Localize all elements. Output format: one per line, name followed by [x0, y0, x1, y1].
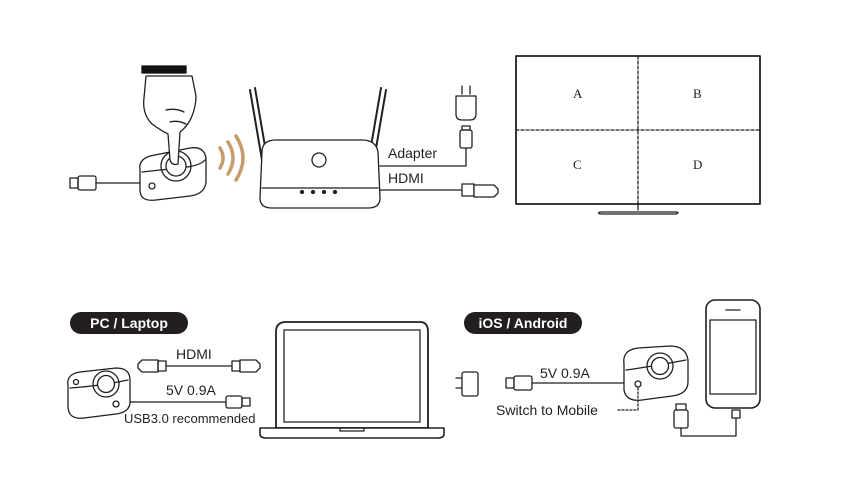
mobile-otg-cable-icon — [673, 403, 741, 437]
screen-quadrant-b: B — [693, 86, 702, 101]
switch-to-mobile-label: Switch to Mobile — [496, 402, 598, 418]
laptop-icon — [259, 321, 445, 439]
power-adapter-icon — [455, 85, 477, 121]
screen-quadrant-a: A — [573, 86, 583, 101]
adapter-label: Adapter — [388, 145, 438, 161]
pc-hdmi-label: HDMI — [176, 346, 212, 362]
pc-usb-cable-icon — [129, 395, 251, 409]
tv-screen-icon — [515, 55, 761, 215]
screen-quadrant-d: D — [693, 157, 703, 172]
hdmi-label: HDMI — [388, 170, 424, 186]
mobile-usb-cable-icon — [505, 375, 625, 391]
hand-press-icon — [141, 65, 197, 166]
smartphone-icon — [705, 299, 761, 409]
usb-power-adapter-icon — [455, 371, 479, 397]
wireless-signal-icon — [218, 134, 245, 182]
receiver-box-icon — [249, 87, 387, 209]
usb-recommendation-note: USB3.0 recommended — [124, 411, 256, 426]
screen-quadrant-c: C — [573, 157, 582, 172]
pc-power-label: 5V 0.9A — [166, 382, 216, 398]
mobile-transmitter-icon — [617, 345, 689, 411]
usb-plug-icon — [69, 175, 141, 191]
adapter-cable-icon — [379, 125, 473, 167]
pc-laptop-badge: PC / Laptop — [70, 312, 188, 334]
hdmi-cable-icon — [379, 183, 499, 198]
pc-hdmi-cable-icon — [137, 359, 261, 373]
mobile-power-label: 5V 0.9A — [540, 365, 590, 381]
pc-transmitter-icon — [67, 367, 131, 419]
ios-android-badge: iOS / Android — [464, 312, 582, 334]
